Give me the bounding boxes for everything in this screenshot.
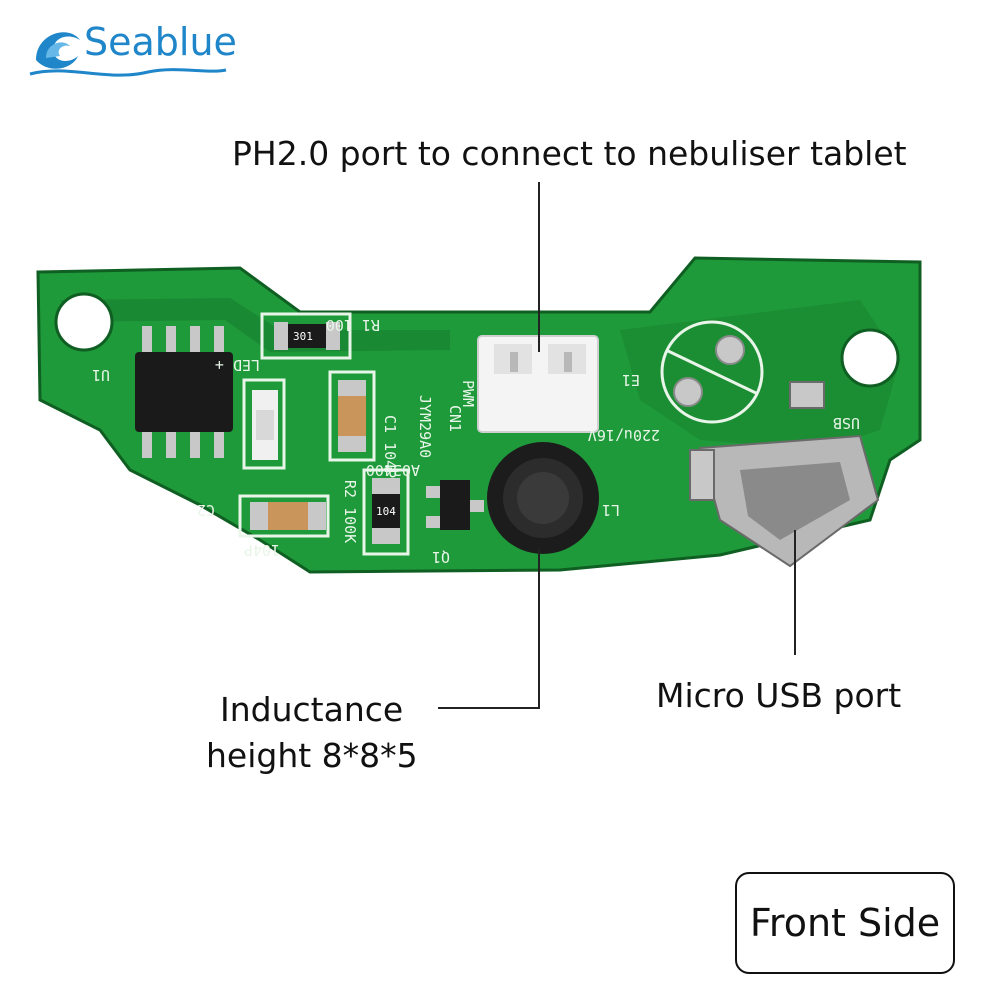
inductance-callout-line2: height 8*8*5 <box>206 736 418 775</box>
silk-c2-value: 104P <box>244 541 280 559</box>
wave-logo-icon <box>36 32 80 69</box>
silk-r2-code: 104 <box>376 505 396 518</box>
inductance-leader-vertical <box>538 548 540 708</box>
silk-e1: E1 <box>622 371 640 389</box>
silk-usb: USB <box>833 414 860 432</box>
silk-c2: C2 <box>197 501 215 519</box>
silk-q1: Q1 <box>432 548 450 566</box>
micro-usb-callout: Micro USB port <box>656 676 902 715</box>
silk-led: LED + <box>215 356 260 374</box>
silk-pwm: PWM <box>459 380 477 407</box>
silk-r1-code: 301 <box>293 330 313 343</box>
silk-r1: R1 100 <box>326 316 380 334</box>
ph-port-leader-line <box>538 182 540 352</box>
usb-leader-line <box>794 530 796 655</box>
silk-l1: L1 <box>602 501 620 519</box>
silk-u1: U1 <box>92 366 110 384</box>
brand-name: Seablue <box>84 20 237 64</box>
front-side-badge: Front Side <box>735 872 955 974</box>
inductance-leader-horizontal <box>438 707 540 709</box>
silk-model: JYM29A0 <box>416 395 434 458</box>
front-side-label: Front Side <box>749 901 941 945</box>
brand-logo: Seablue <box>28 12 237 82</box>
silk-cn1: CN1 <box>446 405 464 432</box>
silk-cap-rating: 220u/16V <box>588 426 660 444</box>
brand-underline-wave <box>29 68 227 77</box>
silk-q1-part: AO3400 <box>366 461 420 479</box>
silk-r2: R2 100K <box>341 480 359 543</box>
silk-c1: C1 104P <box>381 415 399 478</box>
inductance-callout-line1: Inductance <box>220 690 404 729</box>
ph-port-callout: PH2.0 port to connect to nebuliser table… <box>232 134 907 173</box>
